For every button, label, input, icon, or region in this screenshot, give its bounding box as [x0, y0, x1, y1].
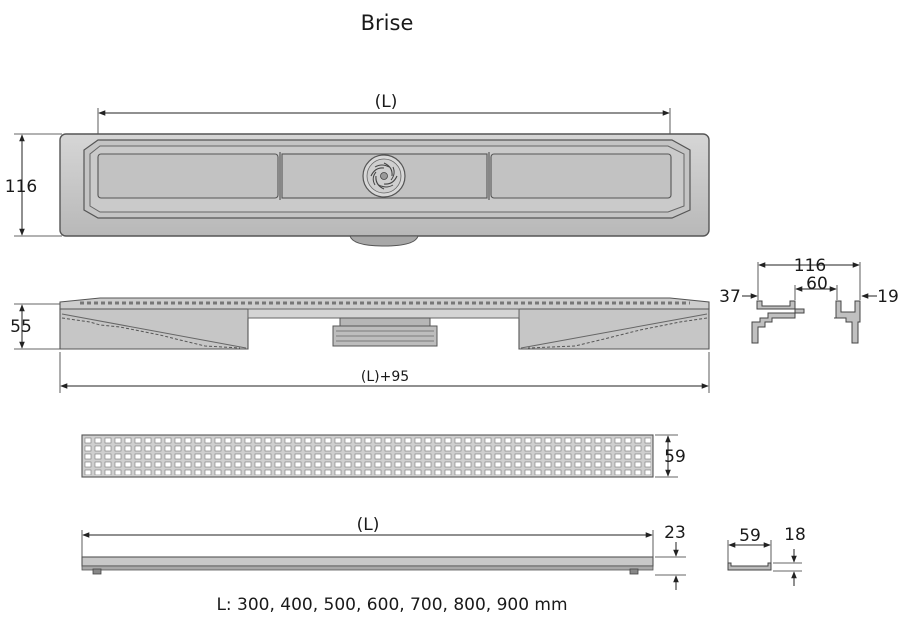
- profile-inner-label: 60: [806, 274, 828, 294]
- grate-panel-right: [490, 153, 672, 199]
- top-height-label: 116: [5, 177, 37, 197]
- grate-panel-left: [97, 153, 279, 199]
- profile-right-piece: [835, 300, 861, 344]
- diagram-title: Brise: [361, 11, 414, 35]
- top-view: (L) 116: [5, 92, 710, 247]
- profile-left-piece: [751, 300, 805, 344]
- grate-thickness-label: 23: [664, 523, 686, 543]
- side-outlet: [332, 317, 438, 347]
- side-body-left: [59, 308, 249, 350]
- lengths-note: L: 300, 400, 500, 600, 700, 800, 900 mm: [216, 595, 567, 615]
- grate-foot-right: [629, 568, 639, 575]
- profile-right-label: 19: [877, 287, 899, 307]
- grate-profile-width-label: 59: [739, 526, 761, 546]
- outlet-bottom: [349, 235, 419, 247]
- perforated-grate: 59: [81, 434, 686, 478]
- side-height-label: 55: [10, 317, 32, 337]
- side-body-right: [518, 308, 710, 350]
- grate-profile-shape: [727, 562, 772, 571]
- side-view: 55 (L)+95: [10, 297, 710, 393]
- grate-height-label: 59: [664, 447, 686, 467]
- profile-left-label: 37: [719, 287, 741, 307]
- grate-profile: 59 18: [727, 525, 806, 586]
- grate-length-label: (L): [357, 515, 380, 535]
- grate-side-view: (L) 23: [81, 515, 686, 590]
- grate-profile-height-label: 18: [784, 525, 806, 545]
- top-length-label: (L): [375, 92, 398, 112]
- grate-foot-left: [92, 568, 102, 575]
- swirl-drain-icon: [362, 154, 406, 198]
- grate-side-bar: [81, 556, 654, 567]
- side-length-label: (L)+95: [361, 369, 409, 385]
- profile-section: 116 60 37 19: [719, 256, 899, 344]
- profile-width-label: 116: [794, 256, 826, 276]
